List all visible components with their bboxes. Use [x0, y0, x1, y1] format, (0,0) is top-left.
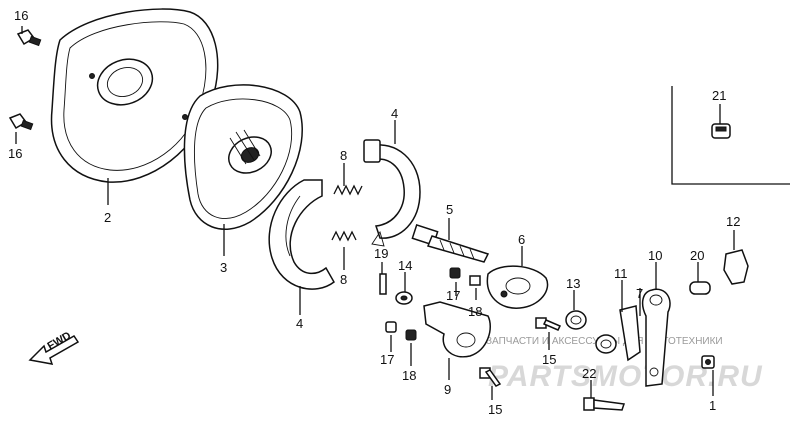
part-21-cap: [711, 123, 731, 139]
label-19: 19: [374, 246, 388, 261]
part-15-bolt-lower: [479, 367, 502, 387]
part-1-nut: [701, 355, 715, 369]
part-11-wear-indicator: [619, 305, 641, 362]
label-21: 21: [712, 88, 726, 103]
part-12-adjusting-nut: [723, 249, 749, 285]
inset-frame: [671, 86, 790, 185]
part-22-bolt: [583, 397, 625, 411]
label-17: 17: [380, 352, 394, 367]
part-16-bolt-bottom: [8, 113, 34, 131]
label-17: 17: [446, 288, 460, 303]
label-1: 1: [709, 398, 716, 413]
part-4-brake-shoe-left: [268, 179, 335, 290]
leader-lines: [15, 26, 735, 400]
part-5-brake-cam: [411, 223, 490, 263]
part-17-nut-lower: [385, 321, 397, 333]
part-18-washer-lower: [405, 329, 417, 341]
part-9-holder-plate: [423, 301, 491, 358]
part-18-washer-upper: [469, 275, 481, 286]
label-8: 8: [340, 272, 347, 287]
part-4-brake-shoe-right: [363, 139, 421, 247]
label-12: 12: [726, 214, 740, 229]
label-16: 16: [14, 8, 28, 23]
label-15: 15: [488, 402, 502, 417]
part-15-bolt-upper: [535, 317, 562, 331]
label-8: 8: [340, 148, 347, 163]
label-9: 9: [444, 382, 451, 397]
label-4: 4: [391, 106, 398, 121]
part-2-dust-cover: [50, 8, 219, 183]
label-6: 6: [518, 232, 525, 247]
label-13: 13: [566, 276, 580, 291]
label-7: 7: [636, 286, 643, 301]
part-8-spring-top: [333, 184, 363, 196]
label-5: 5: [446, 202, 453, 217]
label-18: 18: [468, 304, 482, 319]
label-10: 10: [648, 248, 662, 263]
part-7-return-spring: [595, 334, 617, 354]
label-2: 2: [104, 210, 111, 225]
fwd-arrow-icon: [28, 335, 80, 365]
label-11: 11: [614, 266, 628, 281]
watermark: PARTSMOTOR.RU ЗАПЧАСТИ И АКСЕССУАРЫ ДЛЯ …: [486, 336, 763, 393]
part-10-brake-arm: [641, 288, 671, 387]
watermark-brand: PARTSMOTOR.RU: [488, 360, 763, 393]
label-4: 4: [296, 316, 303, 331]
part-13-seal: [565, 310, 587, 330]
part-20-joint-pin: [689, 281, 711, 295]
part-14-washer: [395, 291, 413, 305]
part-3-brake-drum: [183, 84, 303, 230]
part-8-spring-bottom: [331, 230, 357, 242]
label-16: 16: [8, 146, 22, 161]
part-number-labels: 16 16 2 3 4 4 8 8 5 6 19 14 17 18 17 18 …: [8, 8, 740, 417]
label-18: 18: [402, 368, 416, 383]
label-3: 3: [220, 260, 227, 275]
part-19-pin: [379, 273, 387, 295]
part-6-cam-holder: [486, 265, 549, 309]
label-20: 20: [690, 248, 704, 263]
label-22: 22: [582, 366, 596, 381]
label-15: 15: [542, 352, 556, 367]
label-14: 14: [398, 258, 412, 273]
part-17-nut-upper: [449, 267, 461, 279]
